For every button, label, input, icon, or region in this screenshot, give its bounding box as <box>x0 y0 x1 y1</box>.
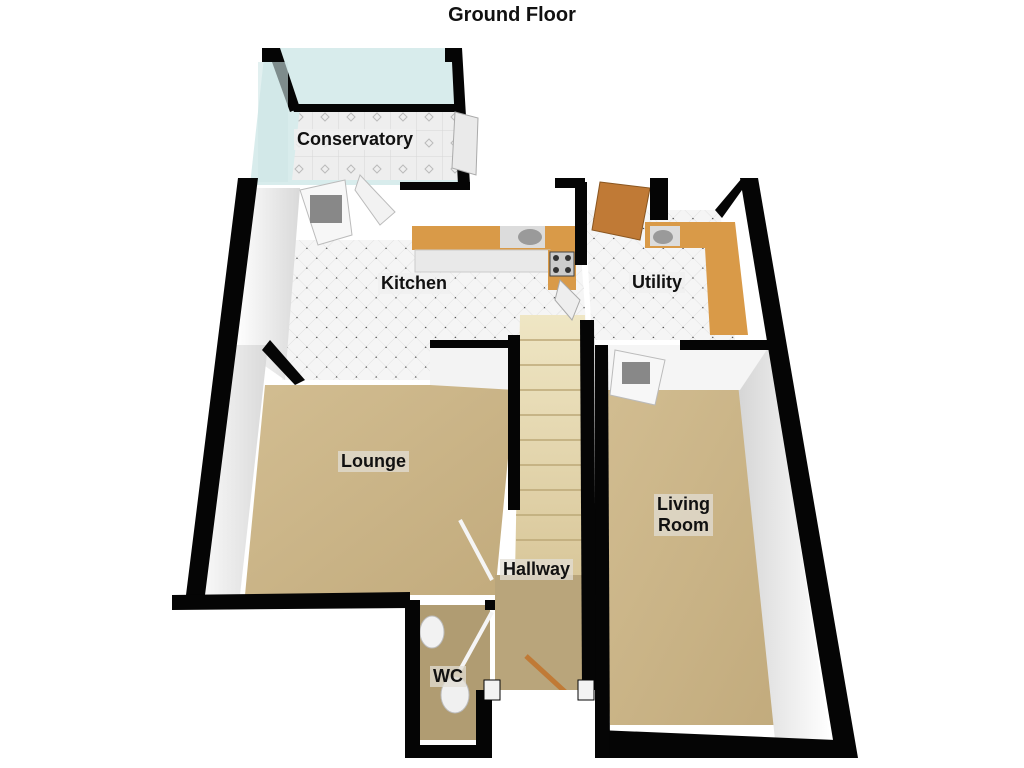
doors <box>299 111 666 702</box>
kitchen-units <box>412 226 576 290</box>
hob <box>549 251 575 277</box>
utility-sink <box>653 230 673 244</box>
room-label-living-room: Living Room <box>654 494 713 536</box>
room-label-hallway: Hallway <box>500 559 574 580</box>
room-label-kitchen: Kitchen <box>378 273 451 294</box>
staircase <box>515 315 585 575</box>
wc-basin <box>419 615 445 649</box>
floor-title: Ground Floor <box>448 4 576 26</box>
conservatory-room <box>250 48 470 185</box>
walls <box>172 178 858 758</box>
room-label-wc: WC <box>430 666 466 687</box>
utility-units <box>645 222 748 335</box>
back-door <box>591 181 651 241</box>
room-label-utility: Utility <box>629 272 686 293</box>
hallway-room <box>495 575 590 690</box>
room-label-conservatory: Conservatory <box>294 129 417 150</box>
room-label-lounge: Lounge <box>338 451 409 472</box>
kitchen-sink <box>518 229 542 245</box>
